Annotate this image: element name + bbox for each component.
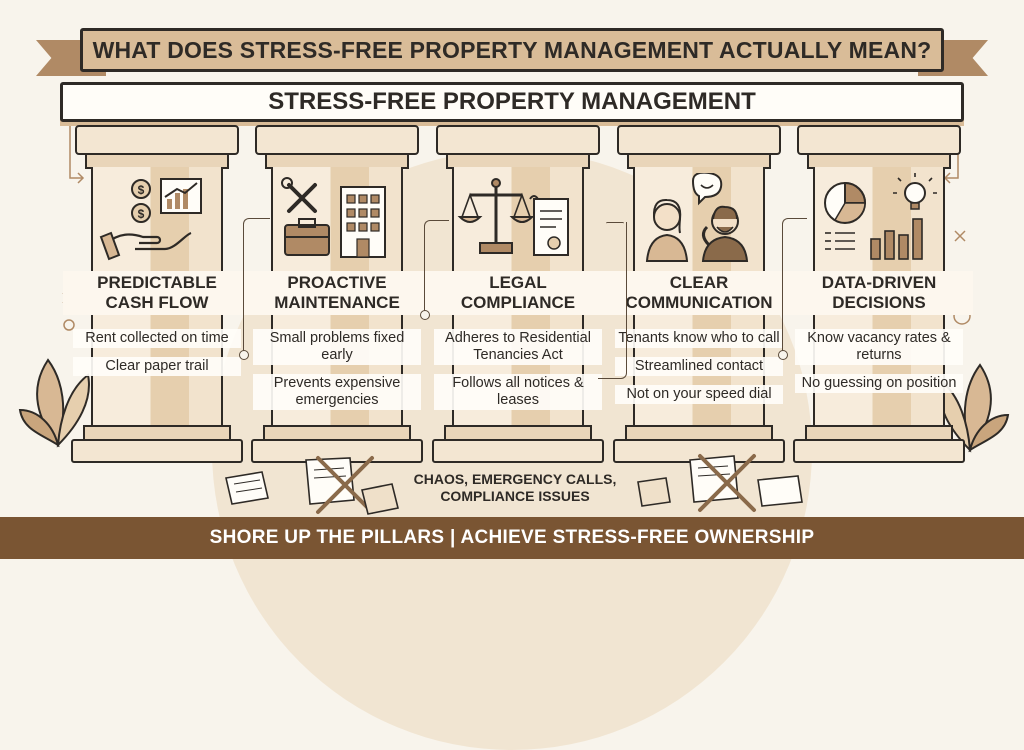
footer-banner: SHORE UP THE PILLARS | ACHIEVE STRESS-FR… [0,517,1024,559]
bullet-item: Small problems fixed early [253,329,421,365]
arrow-left-icon [69,116,85,184]
pillar-communication: CLEAR COMMUNICATION Tenants know who to … [605,125,793,465]
connector-line [243,218,270,353]
crossed-papers-left-icon [225,456,399,515]
pie-bar-bulb-icon [817,173,941,265]
pillar-capital [255,125,419,155]
connector-line [782,218,807,353]
pillar-capital [436,125,600,155]
bullet-item: Not on your speed dial [615,385,783,404]
connector-line [606,222,624,225]
header-ribbon: WHAT DOES STRESS-FREE PROPERTY MANAGEMEN… [36,22,988,80]
pillar-title: PROACTIVE MAINTENANCE [243,271,431,315]
bullet-item: No guessing on position [795,374,963,393]
svg-text:$: $ [138,183,145,197]
sparkle-right-icon [954,230,966,242]
chaos-caption: CHAOS, EMERGENCY CALLS, COMPLIANCE ISSUE… [413,471,617,504]
bullet-item: Clear paper trail [73,357,241,376]
pillar-bullets: Adheres to Residential Tenancies Act Fol… [434,329,602,419]
pillar-title-line1: PROACTIVE [287,273,387,292]
pillar-title-line1: PREDICTABLE [97,273,217,292]
crossed-papers-right-icon [637,454,803,512]
pillar-maintenance: PROACTIVE MAINTENANCE Small problems fix… [243,125,431,465]
pillar-title-line1: LEGAL [489,273,547,292]
connector-line [598,222,627,379]
bullet-item: Streamlined contact [615,357,783,376]
right-leaves-icon [938,363,1010,453]
pillar-title-line1: CLEAR [669,273,729,292]
bullet-item: Know vacancy rates & returns [795,329,963,365]
pillar-legal: LEGAL COMPLIANCE Adheres to Residential … [424,125,612,465]
connector-dot [778,350,788,360]
tools-building-icon [275,173,399,265]
pillar-title-line2: DECISIONS [832,293,926,312]
pillar-bullets: Know vacancy rates & returns No guessing… [795,329,963,402]
pillar-base [432,439,604,463]
bullet-item: Tenants know who to call [615,329,783,348]
pillar-title-line1: DATA-DRIVEN [821,273,937,292]
pillar-title-line2: CASH FLOW [105,293,209,312]
pillar-cash-flow: $ $ PREDICTABLE CASH FLOW Rent collected… [63,125,251,465]
entablature-shadow [60,118,964,126]
bullet-item: Prevents expensive emergencies [253,374,421,410]
connector-dot [239,350,249,360]
structure-title: STRESS-FREE PROPERTY MANAGEMENT [60,82,964,122]
pillar-bullets: Rent collected on time Clear paper trail [73,329,241,385]
left-leaves-icon [18,358,90,448]
bullet-item: Adheres to Residential Tenancies Act [434,329,602,365]
header-question: WHAT DOES STRESS-FREE PROPERTY MANAGEMEN… [80,28,944,72]
circle-left-icon [63,319,75,331]
connector-dot [420,310,430,320]
pillar-base [71,439,243,463]
pillar-bullets: Tenants know who to call Streamlined con… [615,329,783,413]
pillar-title-line2: COMPLIANCE [460,293,576,312]
pillar-base [793,439,965,463]
pillar-capital [797,125,961,155]
people-chat-icon [637,171,761,265]
money-hand-chart-icon: $ $ [95,173,219,265]
pillar-title: DATA-DRIVEN DECISIONS [785,271,973,315]
pillar-data-driven: DATA-DRIVEN DECISIONS Know vacancy rates… [785,125,973,465]
scales-document-icon [456,173,580,265]
pillar-title: CLEAR COMMUNICATION [605,271,793,315]
svg-text:$: $ [138,207,145,221]
connector-line [424,220,449,313]
pillar-title: LEGAL COMPLIANCE [424,271,612,315]
bullet-item: Rent collected on time [73,329,241,348]
pillar-title-line2: MAINTENANCE [274,293,400,312]
pillar-capital [617,125,781,155]
pillar-capital [75,125,239,155]
pillar-title: PREDICTABLE CASH FLOW [63,271,251,315]
pillar-title-line2: COMMUNICATION [625,293,773,312]
pillar-bullets: Small problems fixed early Prevents expe… [253,329,421,419]
bullet-item: Follows all notices & leases [434,374,602,410]
